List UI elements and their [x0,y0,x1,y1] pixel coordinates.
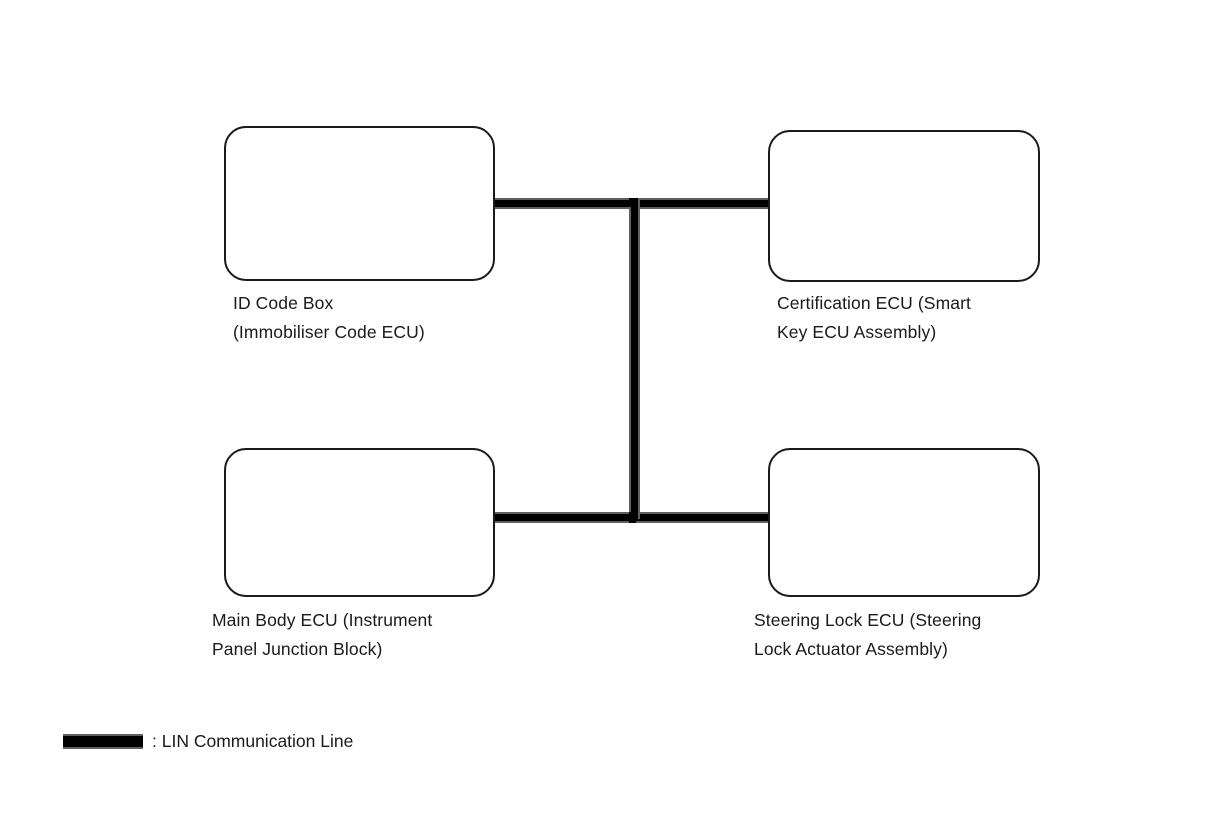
ecu-box-main-body-ecu[interactable] [224,448,495,597]
lin-joint-top [629,198,636,207]
label-id-code-box: ID Code Box (Immobiliser Code ECU) [233,293,425,342]
legend-label: : LIN Communication Line [152,731,354,751]
label-certification-ecu: Certification ECU (Smart Key ECU Assembl… [777,293,971,342]
ecu-box-certification-ecu[interactable] [768,130,1040,282]
ecu-box-steering-lock-ecu[interactable] [768,448,1040,597]
label-steering-lock-ecu: Steering Lock ECU (Steering Lock Actuato… [754,610,982,659]
ecu-box-id-code-box[interactable] [224,126,495,281]
lin-joint-bottom [629,512,636,523]
legend: : LIN Communication Line [63,731,353,751]
lin-line-vertical [629,198,640,519]
label-main-body-ecu: Main Body ECU (Instrument Panel Junction… [212,610,433,659]
lin-line-swatch-icon [63,733,143,749]
